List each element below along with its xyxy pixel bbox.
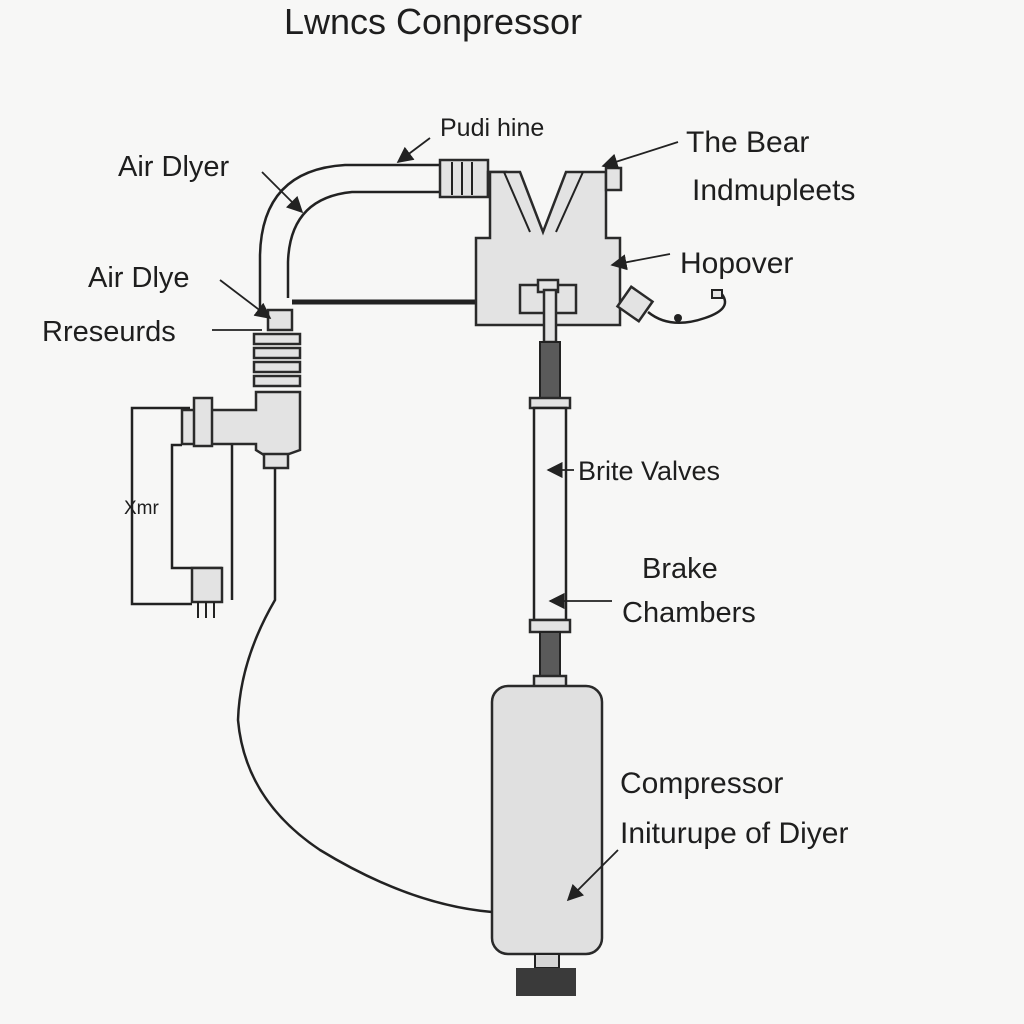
air-tank — [490, 684, 604, 996]
label-brake: Brake — [642, 553, 718, 585]
sensor-connector — [615, 284, 727, 325]
label-the-bear: The Bear — [686, 126, 809, 159]
air-dryer-fitting — [180, 308, 302, 470]
label-initurupe-of-diyer: Initurupe of Diyer — [620, 817, 848, 850]
label-indmupleets: Indmupleets — [692, 174, 855, 207]
mounting-bracket — [130, 406, 234, 618]
leader-lines — [212, 137, 679, 902]
compressor-head — [474, 166, 623, 327]
label-hopover: Hopover — [680, 247, 793, 280]
valve-column — [528, 288, 572, 692]
lower-air-hose — [236, 468, 493, 914]
label-air-dlyer: Air Dlyer — [118, 151, 230, 183]
label-pudi-hine: Pudi hine — [440, 114, 544, 142]
label-air-dlye: Air Dlye — [88, 262, 190, 294]
upper-air-hose — [258, 163, 440, 312]
label-compressor: Compressor — [620, 767, 783, 800]
diagram-title: Lwncs Conpressor — [284, 1, 582, 42]
label-xmr: Xmr — [124, 498, 160, 519]
label-brite-valves: Brite Valves — [578, 456, 720, 486]
label-chambers: Chambers — [622, 597, 756, 629]
label-rreseurds: Rreseurds — [42, 316, 176, 348]
